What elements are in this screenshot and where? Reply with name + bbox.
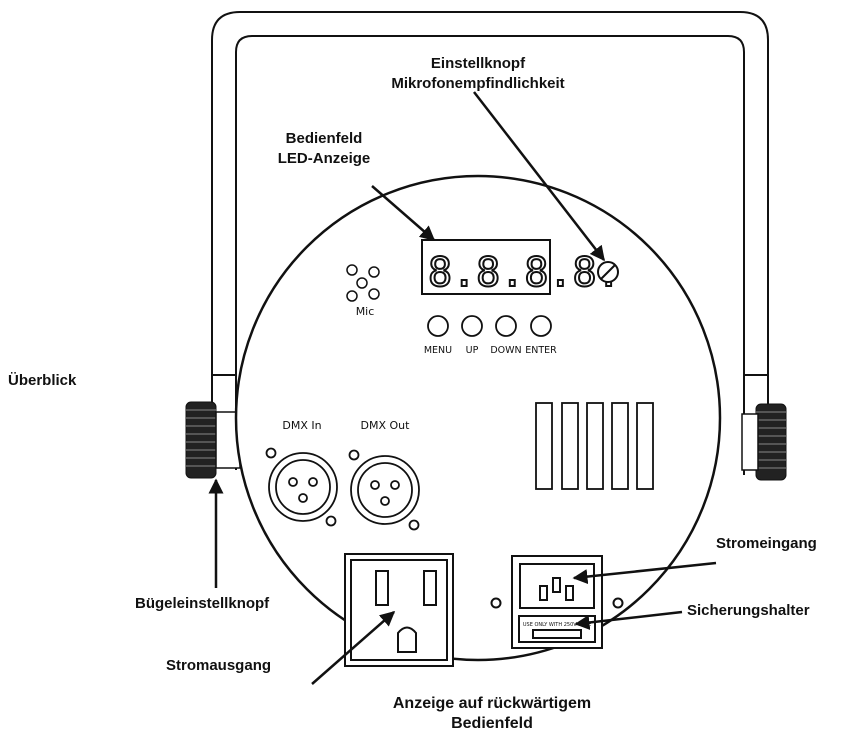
dmx-in-connector [265,447,338,527]
menu-button[interactable] [427,315,449,337]
bracket-knob-label: Bügeleinstellknopf [135,595,270,612]
arrow-panel [371,185,436,241]
overview-label: Überblick [8,372,77,389]
caption: Anzeige auf rückwärtigem Bedienfeld [392,695,592,732]
vent-slots [535,402,654,490]
fuse-text: USE ONLY WITH 250V FUSE [523,622,591,628]
up-button[interactable] [461,315,483,337]
hanging-bracket [211,11,769,475]
power-inlet-fuse-module [490,555,624,649]
up-label: UP [466,345,479,356]
led-digits: 8.8.8.8. [428,250,621,296]
enter-button[interactable] [530,315,552,337]
power-outlet [344,553,454,667]
arrow-power-out [311,611,396,685]
power-out-label: Stromausgang [166,657,272,674]
enter-label: ENTER [525,345,557,356]
control-buttons [427,315,552,337]
panel-label: Bedienfeld LED-Anzeige [277,130,371,167]
dmx-out-connector [348,449,420,531]
mic-label: Mic [356,305,375,318]
right-bracket-knob [741,403,787,481]
mic-sensitivity-knob [597,261,619,283]
dmx-out-label: DMX Out [361,419,411,432]
down-label: DOWN [490,345,521,356]
arrow-fuse [574,610,683,630]
power-in-label: Stromeingang [716,535,817,552]
knob-label: Einstellknopf Mikrofonempfindlichkeit [391,55,565,92]
fuse-label: Sicherungshalter [687,602,810,619]
callout-arrows [208,91,717,685]
mic-grille [346,264,380,302]
left-bracket-knob [185,401,241,479]
arrow-power-in [572,561,717,585]
down-button[interactable] [495,315,517,337]
menu-label: MENU [424,345,452,356]
led-display: 8.8.8.8. [421,239,622,297]
arrow-knob [473,91,605,262]
dmx-in-label: DMX In [282,419,321,432]
